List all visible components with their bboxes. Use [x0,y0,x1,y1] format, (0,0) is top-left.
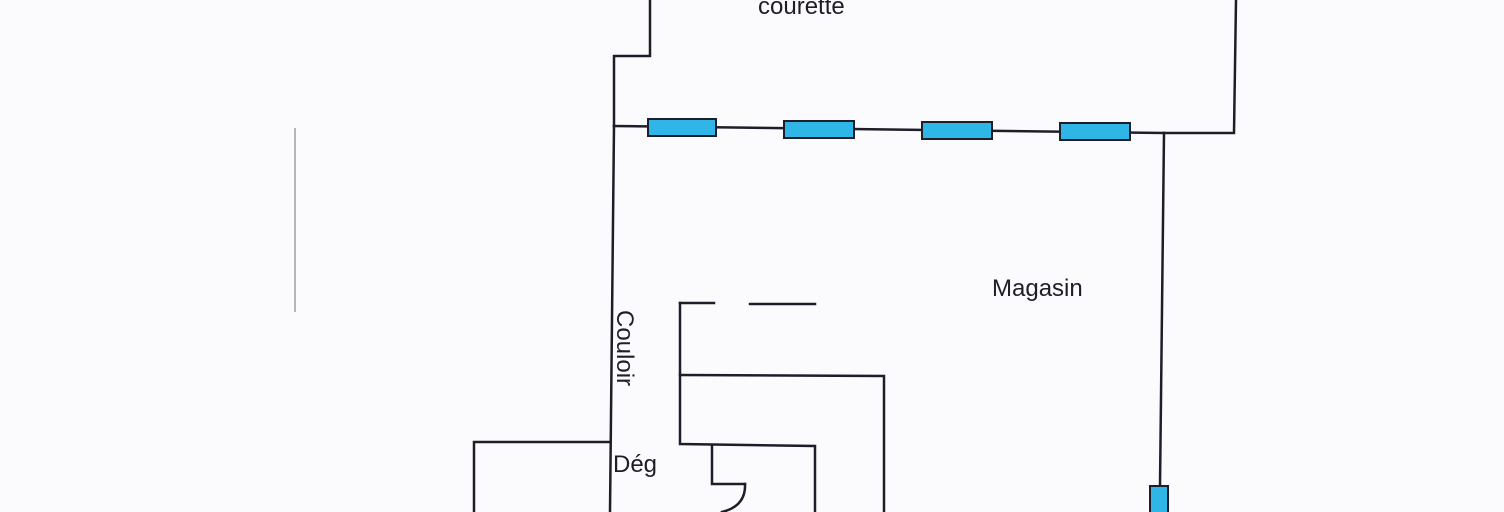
window-4 [1059,122,1131,141]
couloir-left-wall [608,124,616,512]
door-swing-arc [720,482,747,512]
label-deg: Dég [613,451,657,478]
label-courette: courette [758,0,845,20]
label-couloir: Couloir [611,310,638,386]
window-1 [647,118,717,137]
window-5 [1149,485,1169,512]
stair-block-wall [678,373,886,512]
window-2 [783,120,855,139]
couloir-inner-wall [678,301,817,512]
courette-right-wall [1162,0,1238,135]
courette-wall [612,0,652,128]
door-jamb [710,444,747,486]
window-3 [921,121,993,140]
deg-annex-wall [472,440,612,512]
label-magasin: Magasin [992,275,1083,302]
magasin-right-wall [1158,131,1166,488]
